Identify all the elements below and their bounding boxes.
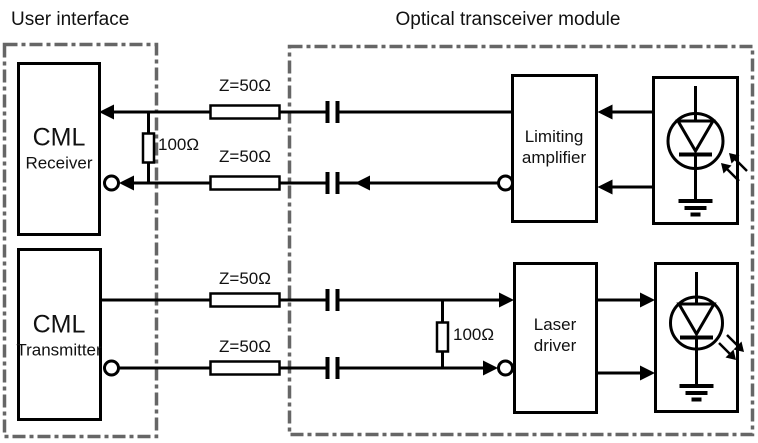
arrowhead-icon — [483, 360, 498, 376]
transmission-line-icon — [209, 292, 281, 308]
photodiode-to-amp-wires — [597, 104, 654, 195]
tx-negative-trace — [103, 357, 514, 379]
ground-icon — [678, 199, 713, 217]
capacitor-icon — [325, 101, 340, 123]
laser-driver-block — [513, 262, 598, 414]
arrowhead-icon — [99, 104, 114, 120]
capacitor-icon — [325, 289, 340, 311]
resistor-icon — [141, 132, 156, 164]
inverting-bubble-icon — [497, 174, 514, 192]
rx-negative-trace — [103, 172, 514, 194]
rx-bottom-impedance-label: Z=50Ω — [219, 147, 271, 166]
tx-termination-label: 100Ω — [453, 325, 495, 344]
transmission-line-icon — [209, 175, 281, 191]
inverting-bubble-icon — [497, 359, 514, 377]
rx-positive-trace — [99, 101, 513, 183]
laser-driver-label: Laser driver — [533, 314, 577, 355]
cml-transmitter-block — [17, 248, 102, 421]
arrowhead-icon — [499, 292, 514, 308]
arrowhead-icon — [355, 175, 370, 191]
resistor-icon — [435, 321, 450, 353]
incoming-light-arrows-icon — [721, 153, 748, 182]
cml-receiver-block — [17, 62, 101, 236]
capacitor-icon — [325, 357, 340, 379]
tx-top-impedance-label: Z=50Ω — [219, 269, 271, 288]
optical-module-boundary — [287, 44, 755, 437]
transmission-line-icon — [209, 360, 281, 376]
arrowhead-icon — [597, 179, 613, 195]
inverting-bubble-icon — [103, 359, 120, 377]
arrowhead-icon — [119, 175, 134, 191]
rx-termination-label: 100Ω — [158, 135, 200, 154]
tx-bottom-impedance-label: Z=50Ω — [219, 337, 271, 356]
transmission-line-icon — [209, 104, 281, 120]
arrowhead-icon — [640, 365, 655, 381]
optical-module-title: Optical transceiver module — [395, 9, 621, 30]
tx-positive-trace — [101, 289, 514, 368]
photodiode-icon — [666, 86, 748, 217]
rx-top-impedance-label: Z=50Ω — [219, 76, 271, 95]
capacitor-icon — [325, 172, 340, 194]
ground-icon — [679, 384, 714, 402]
cml-receiver-label: CML Receiver — [25, 123, 93, 173]
user-interface-boundary — [2, 42, 159, 439]
laser-diode-icon — [669, 272, 744, 402]
inverting-bubble-icon — [103, 174, 120, 192]
driver-to-laser-wires — [597, 292, 655, 381]
cml-transmitter-label: CML Transmitter — [16, 310, 102, 360]
limiting-amplifier-block — [511, 74, 598, 223]
arrowhead-icon — [640, 292, 655, 308]
user-interface-title: User interface — [11, 9, 130, 30]
arrowhead-icon — [597, 104, 613, 120]
emitted-light-arrows-icon — [718, 334, 744, 360]
limiting-amplifier-label: Limiting amplifier — [521, 126, 587, 167]
